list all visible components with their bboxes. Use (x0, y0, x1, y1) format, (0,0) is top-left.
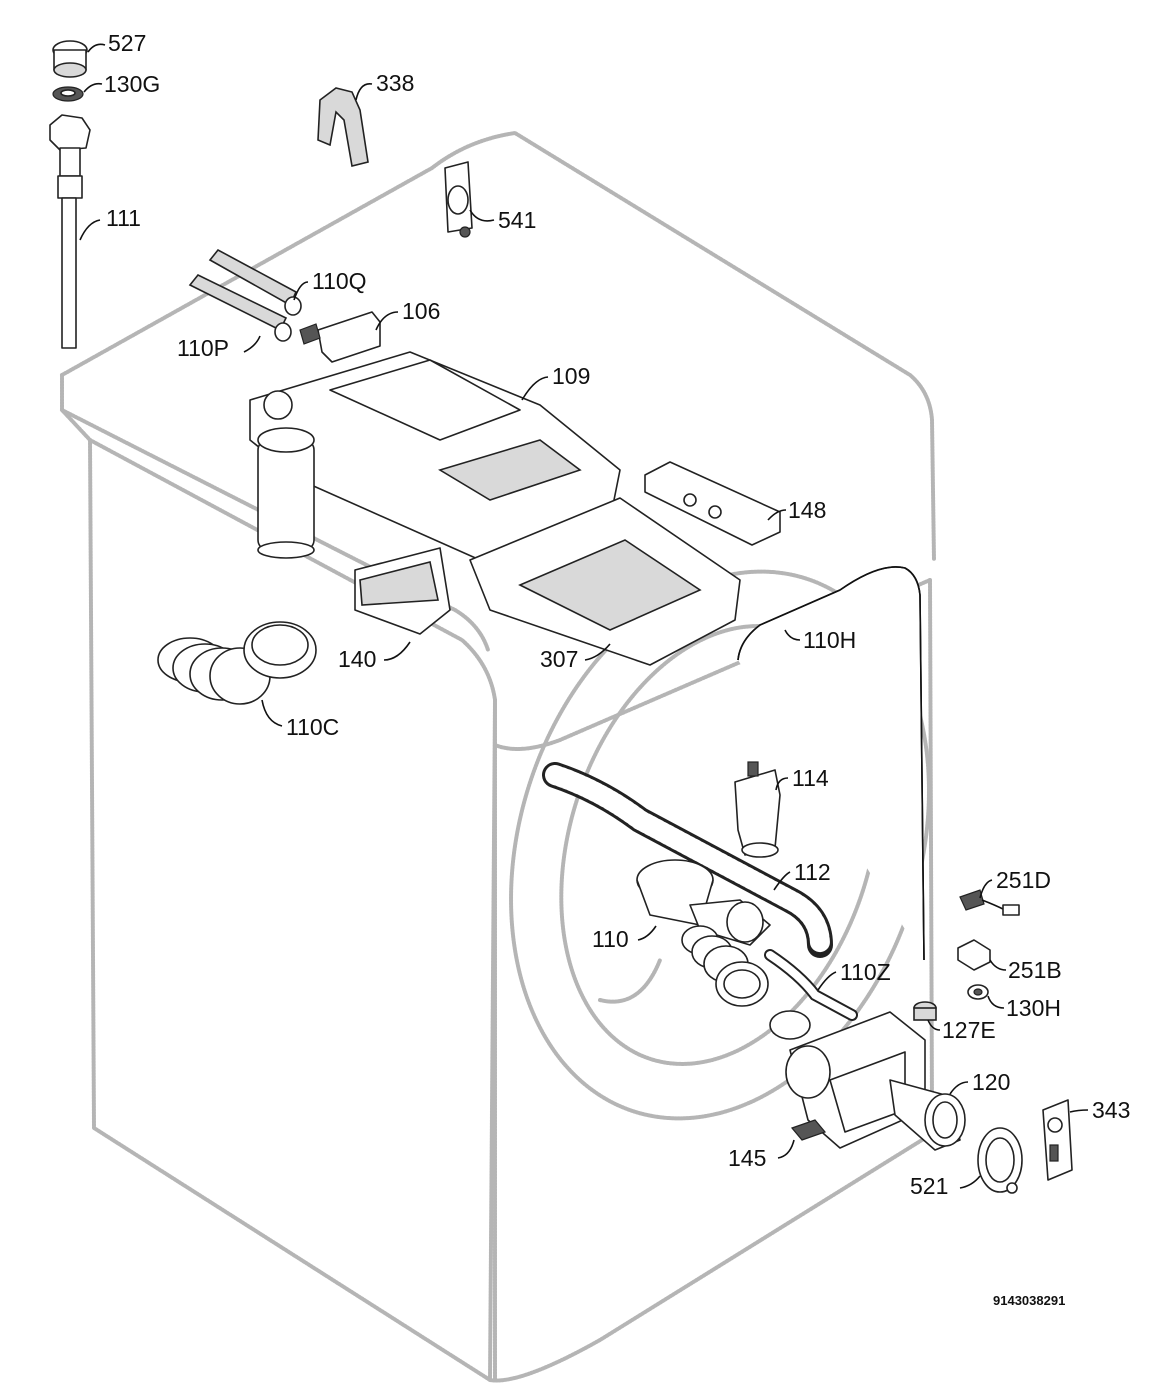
label-109[interactable]: 109 (552, 363, 591, 389)
label-130G[interactable]: 130G (104, 71, 161, 97)
label-140[interactable]: 140 (338, 646, 377, 672)
label-110H[interactable]: 110H (803, 627, 857, 653)
part-130H-washer[interactable] (967, 984, 989, 1000)
part-112-drain-hose[interactable] (542, 762, 833, 958)
label-114[interactable]: 114 (792, 765, 829, 791)
label-112[interactable]: 112 (794, 859, 831, 885)
document-id: 9143038291 (993, 1293, 1066, 1308)
part-338-bracket[interactable] (317, 87, 369, 167)
label-110[interactable]: 110 (592, 926, 629, 952)
part-110C-bellows[interactable] (157, 621, 317, 705)
label-110P[interactable]: 110P (177, 335, 230, 361)
part-145-foot[interactable] (790, 1119, 827, 1141)
part-120-pump[interactable] (769, 1010, 966, 1151)
label-343[interactable]: 343 (1092, 1097, 1131, 1123)
label-111[interactable]: 111 (106, 205, 141, 231)
part-109-dispenser-housing[interactable] (249, 351, 621, 561)
part-251B-connector[interactable] (957, 939, 991, 971)
label-110C[interactable]: 110C (286, 714, 340, 740)
label-251B[interactable]: 251B (1008, 957, 1062, 983)
label-148[interactable]: 148 (788, 497, 827, 523)
label-527[interactable]: 527 (108, 30, 147, 56)
label-338[interactable]: 338 (376, 70, 415, 96)
part-251D-harness[interactable] (959, 889, 1020, 916)
part-521-cover[interactable] (977, 1127, 1023, 1194)
label-521[interactable]: 521 (910, 1173, 949, 1199)
part-148-handle[interactable] (644, 461, 781, 546)
part-343-plate[interactable] (1042, 1099, 1073, 1181)
part-110-sump[interactable] (636, 859, 771, 946)
part-541-plug[interactable] (444, 161, 473, 238)
label-127E[interactable]: 127E (942, 1017, 996, 1043)
part-110H-hose[interactable] (737, 566, 925, 961)
leader-lines (79, 43, 1089, 1189)
part-111-inlet-hose[interactable] (49, 114, 91, 349)
label-307[interactable]: 307 (540, 646, 579, 672)
part-110Z-hose[interactable] (764, 949, 858, 1021)
label-145[interactable]: 145 (728, 1145, 767, 1171)
part-bellows-lower[interactable] (681, 925, 769, 1007)
part-110P-tube[interactable] (188, 273, 292, 342)
label-110Q[interactable]: 110Q (312, 268, 367, 294)
label-110Z[interactable]: 110Z (840, 959, 891, 985)
part-114-sensor[interactable] (734, 761, 781, 858)
part-127E-filter[interactable] (913, 1001, 937, 1021)
part-140-duct[interactable] (354, 547, 451, 635)
part-307-drawer[interactable] (469, 497, 741, 666)
part-130G-washer[interactable] (52, 86, 84, 102)
label-120[interactable]: 120 (972, 1069, 1011, 1095)
part-110Q-tube[interactable] (208, 248, 302, 316)
label-130H[interactable]: 130H (1006, 995, 1061, 1021)
label-541[interactable]: 541 (498, 207, 537, 233)
part-527-fitting[interactable] (52, 40, 88, 78)
part-106-valve[interactable] (299, 311, 381, 363)
label-251D[interactable]: 251D (996, 867, 1051, 893)
label-106[interactable]: 106 (402, 298, 441, 324)
